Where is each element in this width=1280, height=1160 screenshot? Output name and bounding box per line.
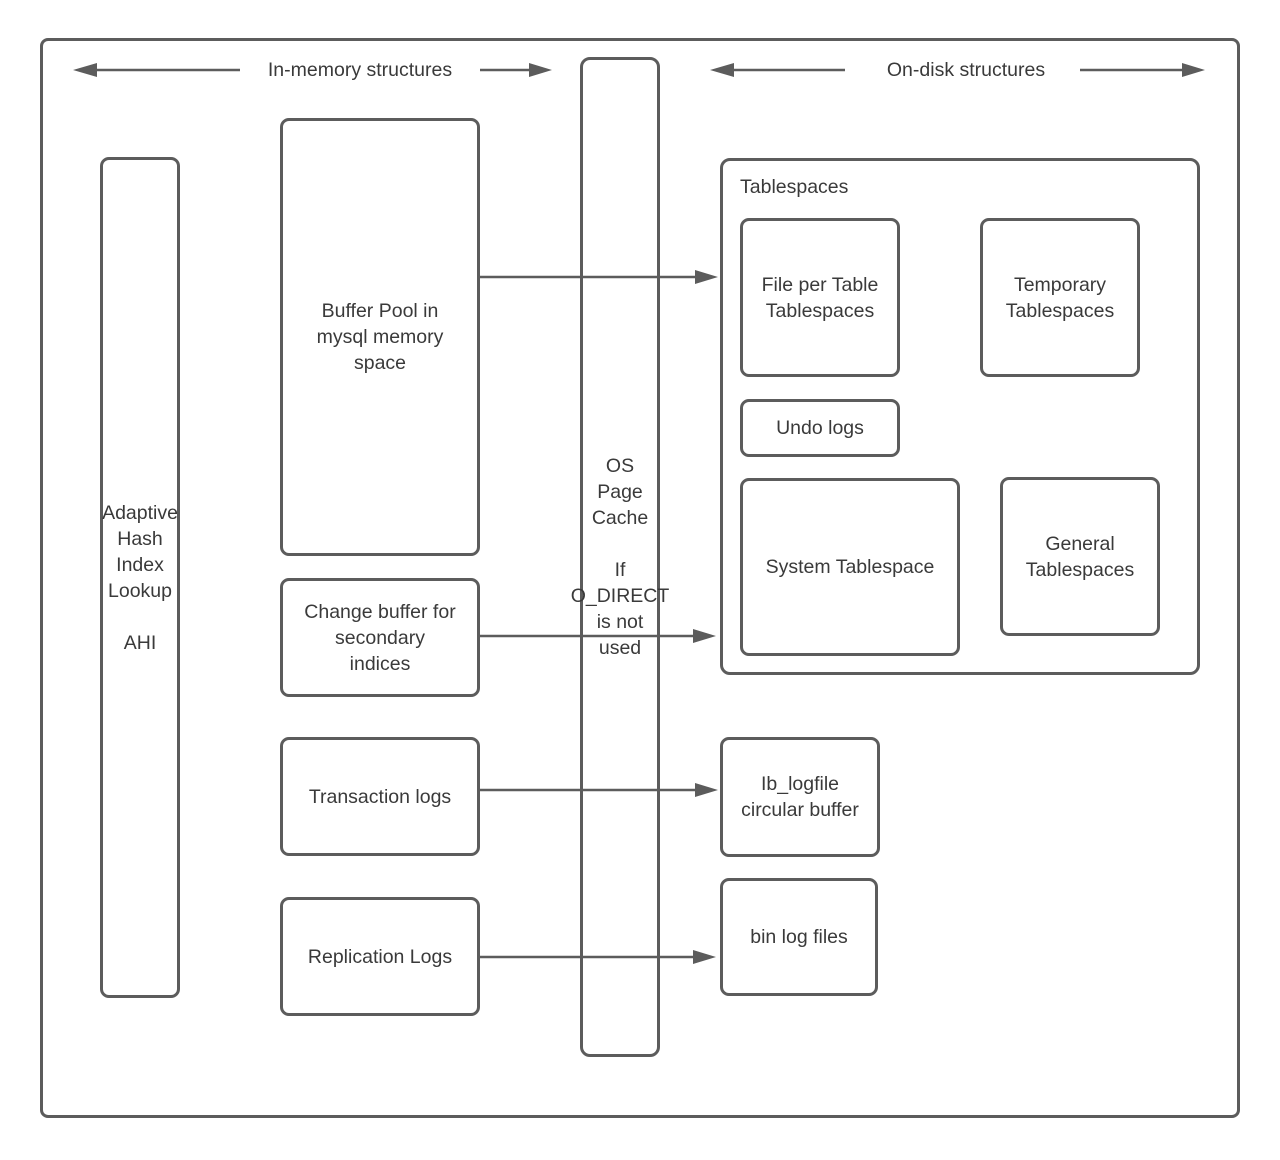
node-replication-logs: Replication Logs (280, 897, 480, 1016)
node-file-per-table-tablespaces-label: File per Table Tablespaces (761, 273, 879, 322)
node-transaction-logs-label: Transaction logs (308, 785, 452, 808)
in-memory-structures-label: In-memory structures (267, 59, 453, 81)
node-file-per-table-tablespaces: File per Table Tablespaces (740, 218, 900, 377)
node-system-tablespace: System Tablespace (740, 478, 960, 656)
node-transaction-logs: Transaction logs (280, 737, 480, 856)
node-undo-logs: Undo logs (740, 399, 900, 457)
node-buffer-pool-label: Buffer Pool in mysql memory space (316, 300, 444, 374)
node-system-tablespace-label: System Tablespace (765, 556, 935, 578)
container-tablespaces-title: Tablespaces (740, 176, 849, 198)
node-os-page-cache-label: OS Page Cache If O_DIRECT is not used (570, 455, 670, 659)
node-change-buffer-label: Change buffer for secondary indices (304, 600, 456, 675)
node-temporary-tablespaces: Temporary Tablespaces (980, 218, 1140, 377)
node-general-tablespaces-label: General Tablespaces (1025, 532, 1135, 581)
node-ib-logfile: Ib_logfile circular buffer (720, 737, 880, 857)
on-disk-structures-label: On-disk structures (886, 59, 1046, 81)
node-adaptive-hash-index: Adaptive Hash Index Lookup AHI (100, 157, 180, 998)
node-os-page-cache: OS Page Cache If O_DIRECT is not used (571, 57, 669, 1057)
node-change-buffer: Change buffer for secondary indices (280, 578, 480, 697)
node-bin-log-files-label: bin log files (750, 926, 848, 948)
node-adaptive-hash-index-label: Adaptive Hash Index Lookup AHI (102, 501, 178, 654)
node-ib-logfile-label: Ib_logfile circular buffer (741, 773, 859, 821)
node-undo-logs-label: Undo logs (776, 417, 864, 439)
node-replication-logs-label: Replication Logs (307, 945, 453, 968)
node-bin-log-files: bin log files (720, 878, 878, 996)
node-general-tablespaces: General Tablespaces (1000, 477, 1160, 636)
node-buffer-pool: Buffer Pool in mysql memory space (280, 118, 480, 556)
node-temporary-tablespaces-label: Temporary Tablespaces (1005, 273, 1115, 322)
